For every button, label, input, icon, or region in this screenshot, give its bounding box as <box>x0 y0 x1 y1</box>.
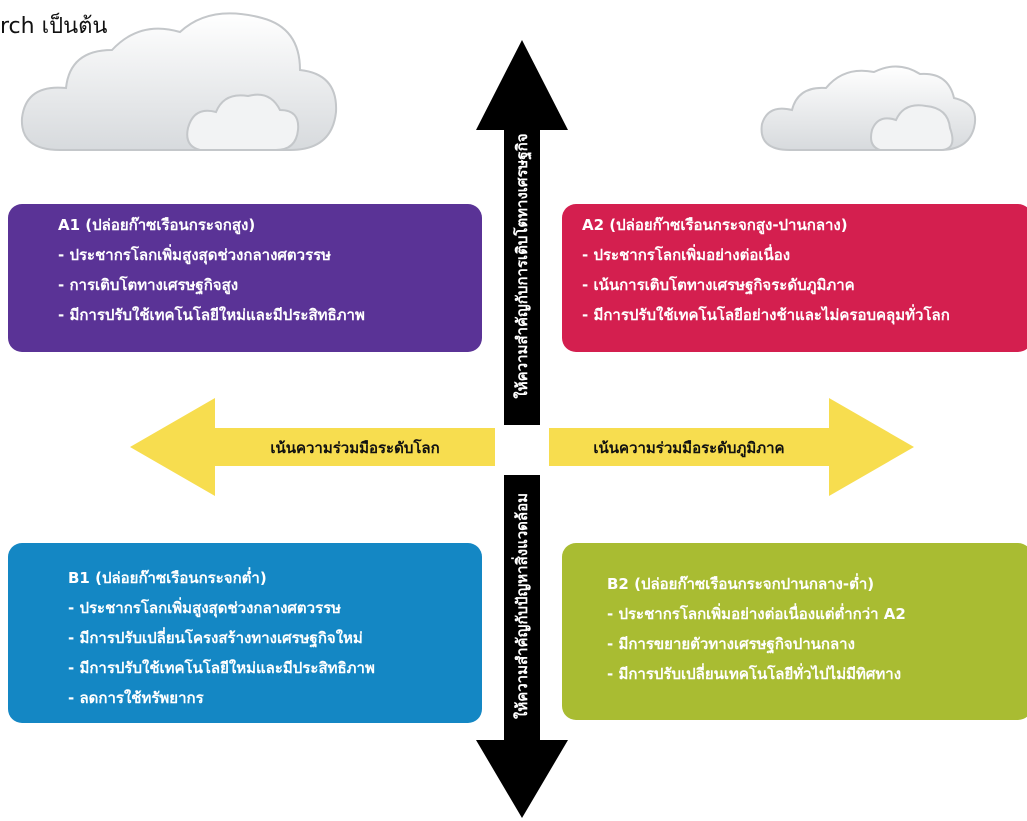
list-item: ประชากรโลกเพิ่มอย่างต่อเนื่องแต่ต่ำกว่า … <box>607 599 1027 629</box>
arrow-right <box>549 398 914 496</box>
quadrant-b2-title: B2 (ปล่อยก๊าซเรือนกระจกปานกลาง-ต่ำ) <box>607 575 875 593</box>
list-item: มีการปรับใช้เทคโนโลยีอย่างช้าและไม่ครอบค… <box>582 300 1027 330</box>
list-item: มีการขยายตัวทางเศรษฐกิจปานกลาง <box>607 629 1027 659</box>
top-caption: rch เป็นต้น <box>0 14 108 39</box>
arrow-up <box>476 40 568 425</box>
quadrant-b1: B1 (ปล่อยก๊าซเรือนกระจกต่ำ) ประชากรโลกเพ… <box>8 543 482 723</box>
axis-label-up: ให้ความสำคัญกับการเติบโตทางเศรษฐกิจ <box>513 133 531 399</box>
list-item: ประชากรโลกเพิ่มสูงสุดช่วงกลางศตวรรษ <box>58 240 482 270</box>
list-item: มีการปรับเปลี่ยนเทคโนโลยีทั่วไปไม่มีทิศท… <box>607 659 1027 689</box>
list-item: มีการปรับเปลี่ยนโครงสร้างทางเศรษฐกิจใหม่ <box>68 623 482 653</box>
arrow-left <box>130 398 495 496</box>
quadrant-b1-list: ประชากรโลกเพิ่มสูงสุดช่วงกลางศตวรรษ มีกา… <box>68 593 482 713</box>
quadrant-a1-list: ประชากรโลกเพิ่มสูงสุดช่วงกลางศตวรรษ การเ… <box>58 240 482 330</box>
list-item: ประชากรโลกเพิ่มอย่างต่อเนื่อง <box>582 240 1027 270</box>
arrow-down <box>476 475 568 818</box>
list-item: มีการปรับใช้เทคโนโลยีใหม่และมีประสิทธิภา… <box>68 653 482 683</box>
axis-label-left: เน้นความร่วมมือระดับโลก <box>270 439 440 457</box>
quadrant-b1-title: B1 (ปล่อยก๊าซเรือนกระจกต่ำ) <box>68 569 267 587</box>
list-item: ประชากรโลกเพิ่มสูงสุดช่วงกลางศตวรรษ <box>68 593 482 623</box>
axis-label-right: เน้นความร่วมมือระดับภูมิภาค <box>593 439 785 457</box>
quadrant-a2: A2 (ปล่อยก๊าซเรือนกระจกสูง-ปานกลาง) ประช… <box>562 204 1027 352</box>
quadrant-b2: B2 (ปล่อยก๊าซเรือนกระจกปานกลาง-ต่ำ) ประช… <box>562 543 1027 720</box>
list-item: การเติบโตทางเศรษฐกิจสูง <box>58 270 482 300</box>
quadrant-a2-title: A2 (ปล่อยก๊าซเรือนกระจกสูง-ปานกลาง) <box>582 216 848 234</box>
axis-label-down: ให้ความสำคัญกับปัญหาสิ่งแวดล้อม <box>513 493 531 719</box>
quadrant-a2-list: ประชากรโลกเพิ่มอย่างต่อเนื่อง เน้นการเติ… <box>582 240 1027 330</box>
list-item: มีการปรับใช้เทคโนโลยีใหม่และมีประสิทธิภา… <box>58 300 482 330</box>
quadrant-b2-list: ประชากรโลกเพิ่มอย่างต่อเนื่องแต่ต่ำกว่า … <box>607 599 1027 689</box>
list-item: เน้นการเติบโตทางเศรษฐกิจระดับภูมิภาค <box>582 270 1027 300</box>
cloud-right <box>760 65 976 151</box>
quadrant-a1-title: A1 (ปล่อยก๊าซเรือนกระจกสูง) <box>58 216 256 234</box>
cloud-left <box>20 12 338 151</box>
quadrant-a1: A1 (ปล่อยก๊าซเรือนกระจกสูง) ประชากรโลกเพ… <box>8 204 482 352</box>
list-item: ลดการใช้ทรัพยากร <box>68 683 482 713</box>
